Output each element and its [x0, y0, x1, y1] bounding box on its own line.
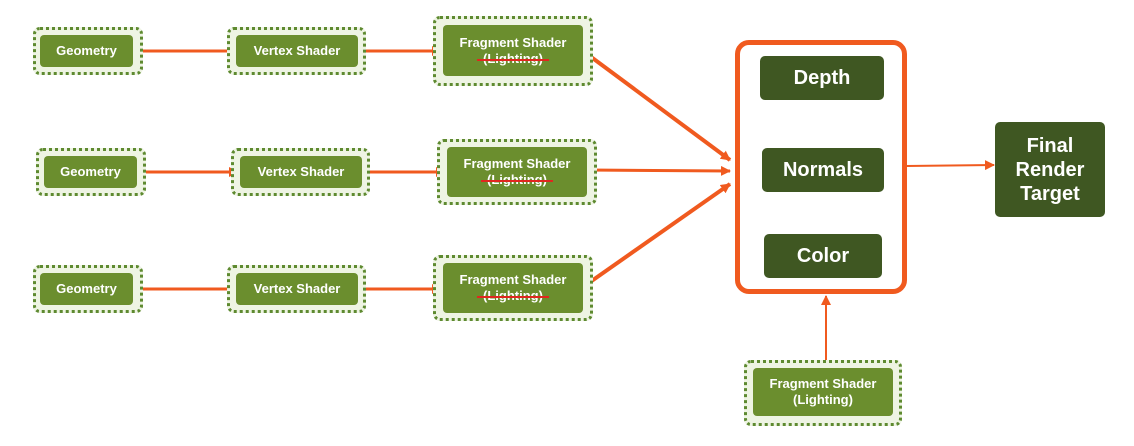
fragment-shader-node-2: Fragment Shader (Lighting) — [447, 147, 587, 197]
vertex-shader-label: Vertex Shader — [253, 43, 341, 58]
geometry-node-2: Geometry — [44, 156, 137, 188]
vertex-shader-node-2: Vertex Shader — [240, 156, 362, 188]
vertex-shader-label: Vertex Shader — [257, 164, 345, 179]
normals-target: Normals — [762, 148, 884, 192]
fragment-shader-label: Fragment Shader — [769, 376, 877, 391]
arrow-fragment-to-gbuffer-1 — [581, 49, 732, 162]
vertex-shader-node-1: Vertex Shader — [236, 35, 358, 67]
final-render-target-label: Final Render Target — [1015, 134, 1085, 205]
geometry-label: Geometry — [60, 164, 121, 179]
fragment-shader-label: Fragment Shader — [459, 272, 567, 287]
geometry-node-3: Geometry — [40, 273, 133, 305]
fragment-shader-label: Fragment Shader — [459, 34, 567, 50]
final-render-target: Final Render Target — [995, 122, 1105, 217]
arrow-fragment-to-gbuffer-2 — [586, 165, 731, 176]
fragment-shader-label: Fragment Shader — [463, 156, 571, 171]
geometry-label: Geometry — [56, 281, 117, 296]
lighting-struck-label: (Lighting) — [481, 172, 553, 187]
lighting-pass-node: Fragment Shader (Lighting) — [753, 368, 893, 416]
normals-label: Normals — [782, 158, 864, 181]
color-label: Color — [796, 244, 850, 267]
geometry-node-1: Geometry — [40, 35, 133, 67]
depth-target: Depth — [760, 56, 884, 100]
depth-label: Depth — [793, 66, 851, 89]
vertex-shader-node-3: Vertex Shader — [236, 273, 358, 305]
vertex-shader-label: Vertex Shader — [253, 281, 341, 296]
arrow-gbuffer-to-final — [905, 160, 995, 171]
lighting-label: (Lighting) — [793, 392, 853, 407]
lighting-struck-label: (Lighting) — [477, 50, 549, 66]
arrow-fragment-to-gbuffer-3 — [581, 182, 732, 289]
geometry-label: Geometry — [56, 43, 117, 58]
fragment-shader-node-3: Fragment Shader (Lighting) — [443, 263, 583, 313]
fragment-shader-node-1: Fragment Shader (Lighting) — [443, 25, 583, 76]
lighting-struck-label: (Lighting) — [477, 288, 549, 303]
color-target: Color — [764, 234, 882, 278]
